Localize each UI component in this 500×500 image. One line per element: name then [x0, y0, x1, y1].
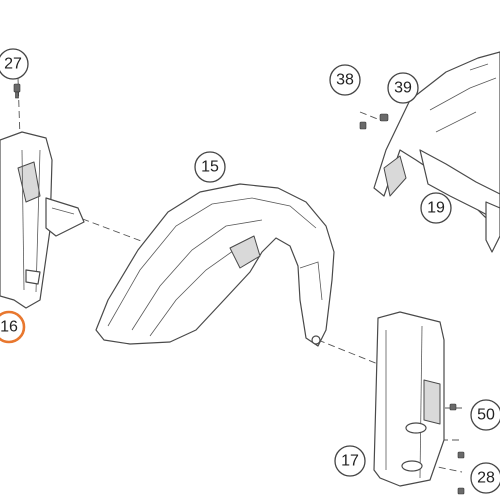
callout-17[interactable]: 17: [334, 445, 366, 477]
callout-19-label: 19: [427, 200, 445, 217]
callout-50[interactable]: 50: [470, 399, 500, 431]
bolt-38[interactable]: [359, 121, 367, 130]
callout-38-label: 38: [336, 72, 354, 89]
callout-15-label: 15: [201, 159, 219, 176]
washer-39[interactable]: [379, 113, 389, 122]
callout-16[interactable]: 16: [0, 310, 26, 344]
callout-50-label: 50: [477, 407, 495, 424]
bolt-28-upper[interactable]: [457, 451, 465, 459]
bolt-28-lower[interactable]: [457, 487, 465, 495]
callout-16-label: 16: [0, 319, 18, 336]
callout-39[interactable]: 39: [387, 72, 419, 104]
bolt-50[interactable]: [449, 403, 457, 411]
callout-19[interactable]: 19: [420, 192, 452, 224]
callout-17-label: 17: [341, 453, 359, 470]
fork-guard-left[interactable]: [0, 131, 85, 309]
callout-27[interactable]: 27: [0, 48, 29, 80]
fork-guard-right[interactable]: [373, 311, 445, 487]
bolt-27[interactable]: [13, 83, 21, 99]
callout-28[interactable]: 28: [470, 462, 500, 494]
callout-28-label: 28: [477, 470, 495, 487]
front-fender[interactable]: [95, 183, 335, 347]
callout-38[interactable]: 38: [329, 64, 361, 96]
callout-15[interactable]: 15: [194, 151, 226, 183]
headlight-mask[interactable]: [373, 51, 500, 253]
callout-27-label: 27: [4, 56, 22, 73]
callout-39-label: 39: [394, 80, 412, 97]
